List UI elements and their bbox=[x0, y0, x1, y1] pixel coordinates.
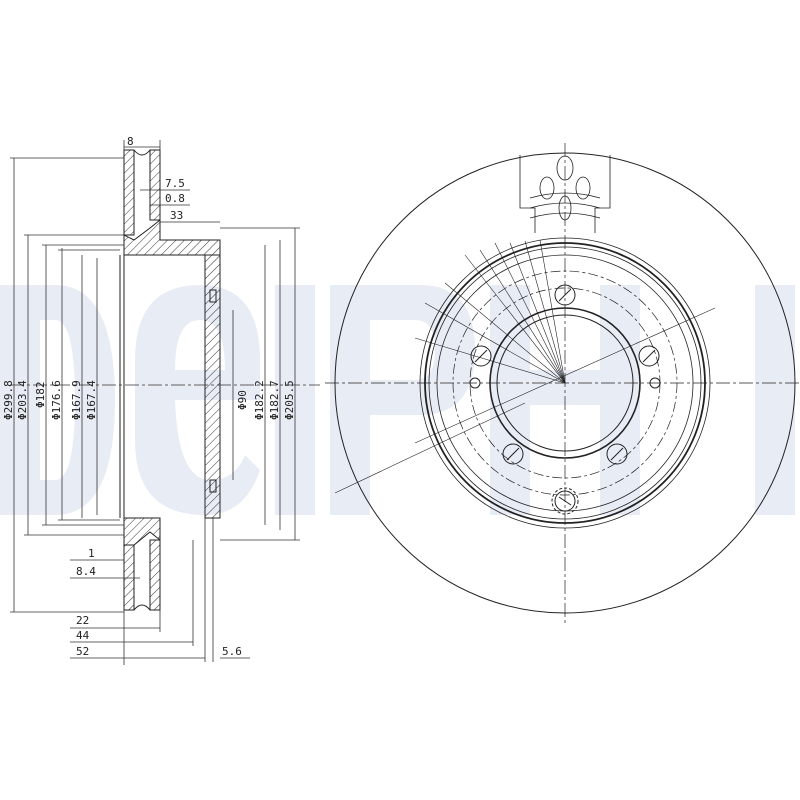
dim-five-six: 5.6 bbox=[222, 645, 242, 658]
dim-d9: Φ182.7 bbox=[268, 380, 281, 420]
bolt-holes bbox=[470, 284, 660, 515]
dim-d1: Φ299.8 bbox=[2, 380, 15, 420]
dim-d4: Φ176.6 bbox=[50, 380, 63, 420]
dim-d2: Φ203.4 bbox=[16, 380, 29, 420]
dim-offset-small: 0.8 bbox=[165, 192, 185, 205]
dim-d8: Φ182.2 bbox=[253, 380, 266, 420]
dim-fifty-two: 52 bbox=[76, 645, 89, 658]
dimension-lines bbox=[10, 140, 320, 665]
dim-hat-offset: 33 bbox=[170, 209, 183, 222]
dim-forty-four: 44 bbox=[76, 629, 90, 642]
vent-detail bbox=[519, 155, 611, 233]
dim-d5: Φ167.9 bbox=[70, 380, 83, 420]
dim-twenty-two: 22 bbox=[76, 614, 89, 627]
dimension-labels: 8 7.5 0.8 33 Φ299.8 Φ203.4 Φ182 Φ176.6 Φ… bbox=[2, 135, 296, 658]
dim-d6: Φ167.4 bbox=[85, 380, 98, 420]
dim-eight-four: 8.4 bbox=[76, 565, 96, 578]
dim-d7: Φ90 bbox=[236, 390, 249, 410]
dim-d10: Φ205.5 bbox=[283, 380, 296, 420]
cross-section-view bbox=[119, 149, 221, 611]
dim-one: 1 bbox=[88, 547, 95, 560]
dim-thickness: 8 bbox=[127, 135, 134, 148]
front-view bbox=[325, 143, 800, 623]
dim-d3: Φ182 bbox=[34, 382, 47, 409]
dim-vent-gap: 7.5 bbox=[165, 177, 185, 190]
